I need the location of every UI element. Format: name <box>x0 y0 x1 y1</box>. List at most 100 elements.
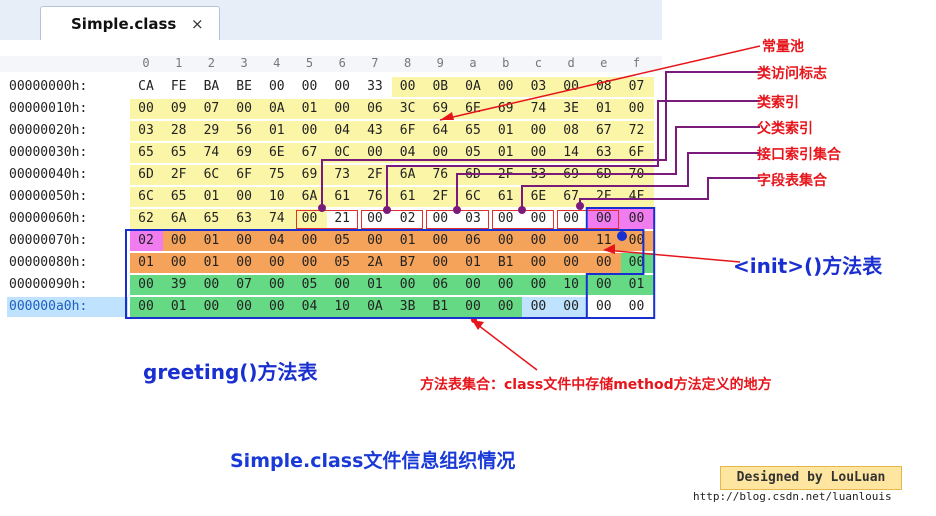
hex-byte[interactable]: 3E <box>563 101 579 116</box>
hex-byte[interactable]: 6C <box>465 189 481 204</box>
hex-byte[interactable]: 28 <box>170 123 187 138</box>
hex-byte[interactable]: 67 <box>595 123 612 138</box>
hex-byte[interactable]: 00 <box>367 211 383 226</box>
hex-byte[interactable]: 69 <box>236 145 252 160</box>
hex-byte[interactable]: 00 <box>628 255 645 270</box>
hex-byte[interactable]: 3C <box>399 101 416 116</box>
hex-byte[interactable]: 10 <box>268 189 285 204</box>
hex-byte[interactable]: 00 <box>530 145 547 160</box>
hex-byte[interactable]: 07 <box>236 277 252 292</box>
hex-byte[interactable]: 00 <box>595 255 612 270</box>
hex-byte[interactable]: 69 <box>301 167 318 182</box>
hex-byte[interactable]: 06 <box>367 101 383 116</box>
hex-byte[interactable]: 08 <box>563 123 579 138</box>
hex-byte[interactable]: 06 <box>465 233 481 248</box>
hex-byte[interactable]: 00 <box>334 101 351 116</box>
hex-byte[interactable]: 00 <box>138 101 154 116</box>
hex-byte[interactable]: 03 <box>530 79 547 94</box>
hex-byte[interactable]: 05 <box>334 255 351 270</box>
hex-byte[interactable]: 00 <box>301 211 318 226</box>
close-icon[interactable]: × <box>191 15 204 33</box>
hex-byte[interactable]: 00 <box>334 277 351 292</box>
hex-byte[interactable]: 06 <box>432 277 449 292</box>
hex-byte[interactable]: 6E <box>268 145 285 160</box>
hex-byte[interactable]: 00 <box>465 299 481 314</box>
hex-byte[interactable]: 00 <box>628 101 645 116</box>
hex-byte[interactable]: 01 <box>301 101 318 116</box>
hex-byte[interactable]: 2A <box>367 255 383 270</box>
hex-byte[interactable]: 00 <box>628 233 645 248</box>
hex-byte[interactable]: 14 <box>563 145 579 160</box>
hex-byte[interactable]: 00 <box>203 277 220 292</box>
hex-byte[interactable]: 00 <box>530 123 547 138</box>
hex-byte[interactable]: 00 <box>268 255 285 270</box>
hex-byte[interactable]: 3B <box>399 299 416 314</box>
hex-byte[interactable]: 10 <box>334 299 351 314</box>
hex-byte[interactable]: 00 <box>236 233 252 248</box>
hex-byte[interactable]: 0A <box>268 101 285 116</box>
blog-url[interactable]: http://blog.csdn.net/luanlouis <box>693 490 892 503</box>
hex-byte[interactable]: 00 <box>530 277 547 292</box>
hex-byte[interactable]: 03 <box>138 123 154 138</box>
hex-byte[interactable]: 73 <box>334 167 351 182</box>
hex-byte[interactable]: 00 <box>465 277 481 292</box>
hex-byte[interactable]: 00 <box>563 255 579 270</box>
hex-byte[interactable]: BA <box>203 79 220 94</box>
hex-byte[interactable]: 00 <box>236 299 252 314</box>
hex-byte[interactable]: 00 <box>497 233 514 248</box>
hex-byte[interactable]: 00 <box>334 79 351 94</box>
hex-byte[interactable]: 21 <box>334 211 351 226</box>
hex-byte[interactable]: 00 <box>268 299 285 314</box>
hex-byte[interactable]: 6E <box>465 101 481 116</box>
hex-byte[interactable]: 11 <box>595 233 612 248</box>
hex-byte[interactable]: 2F <box>367 167 383 182</box>
hex-byte[interactable]: 00 <box>268 277 285 292</box>
hex-byte[interactable]: 00 <box>530 211 547 226</box>
hex-byte[interactable]: 00 <box>170 233 187 248</box>
hex-byte[interactable]: 62 <box>138 211 154 226</box>
hex-byte[interactable]: 6D <box>138 167 154 182</box>
hex-byte[interactable]: 10 <box>563 277 579 292</box>
hex-byte[interactable]: 00 <box>138 277 154 292</box>
hex-byte[interactable]: 76 <box>432 167 449 182</box>
hex-byte[interactable]: 05 <box>465 145 481 160</box>
hex-byte[interactable]: 00 <box>530 233 547 248</box>
hex-byte[interactable]: 65 <box>203 211 220 226</box>
hex-byte[interactable]: 63 <box>595 145 612 160</box>
hex-byte[interactable]: 00 <box>367 233 383 248</box>
hex-byte[interactable]: FE <box>170 79 187 94</box>
hex-byte[interactable]: 72 <box>628 123 645 138</box>
hex-byte[interactable]: 00 <box>301 255 318 270</box>
hex-byte[interactable]: 01 <box>399 233 416 248</box>
hex-byte[interactable]: 61 <box>399 189 416 204</box>
hex-byte[interactable]: 00 <box>497 277 514 292</box>
hex-byte[interactable]: 05 <box>334 233 351 248</box>
hex-byte[interactable]: 00 <box>497 299 514 314</box>
hex-byte[interactable]: 00 <box>399 277 416 292</box>
hex-byte[interactable]: 6A <box>399 167 416 182</box>
hex-byte[interactable]: 01 <box>170 299 187 314</box>
hex-byte[interactable]: 75 <box>268 167 285 182</box>
hex-byte[interactable]: B1 <box>432 299 449 314</box>
hex-byte[interactable]: 61 <box>334 189 351 204</box>
hex-byte[interactable]: 01 <box>203 233 220 248</box>
hex-byte[interactable]: 0B <box>432 79 449 94</box>
hex-byte[interactable]: 64 <box>432 123 449 138</box>
hex-byte[interactable]: 04 <box>268 233 285 248</box>
hex-byte[interactable]: 00 <box>530 299 547 314</box>
hex-byte[interactable]: 00 <box>497 79 514 94</box>
hex-byte[interactable]: 43 <box>367 123 383 138</box>
hex-byte[interactable]: 2F <box>595 189 612 204</box>
hex-byte[interactable]: 02 <box>399 211 416 226</box>
hex-byte[interactable]: 04 <box>334 123 351 138</box>
hex-byte[interactable]: 04 <box>399 145 416 160</box>
hex-byte[interactable]: 61 <box>497 189 514 204</box>
hex-byte[interactable]: 6F <box>236 167 252 182</box>
hex-byte[interactable]: 00 <box>563 211 579 226</box>
hex-byte[interactable]: 6E <box>530 189 547 204</box>
hex-byte[interactable]: 69 <box>432 101 449 116</box>
